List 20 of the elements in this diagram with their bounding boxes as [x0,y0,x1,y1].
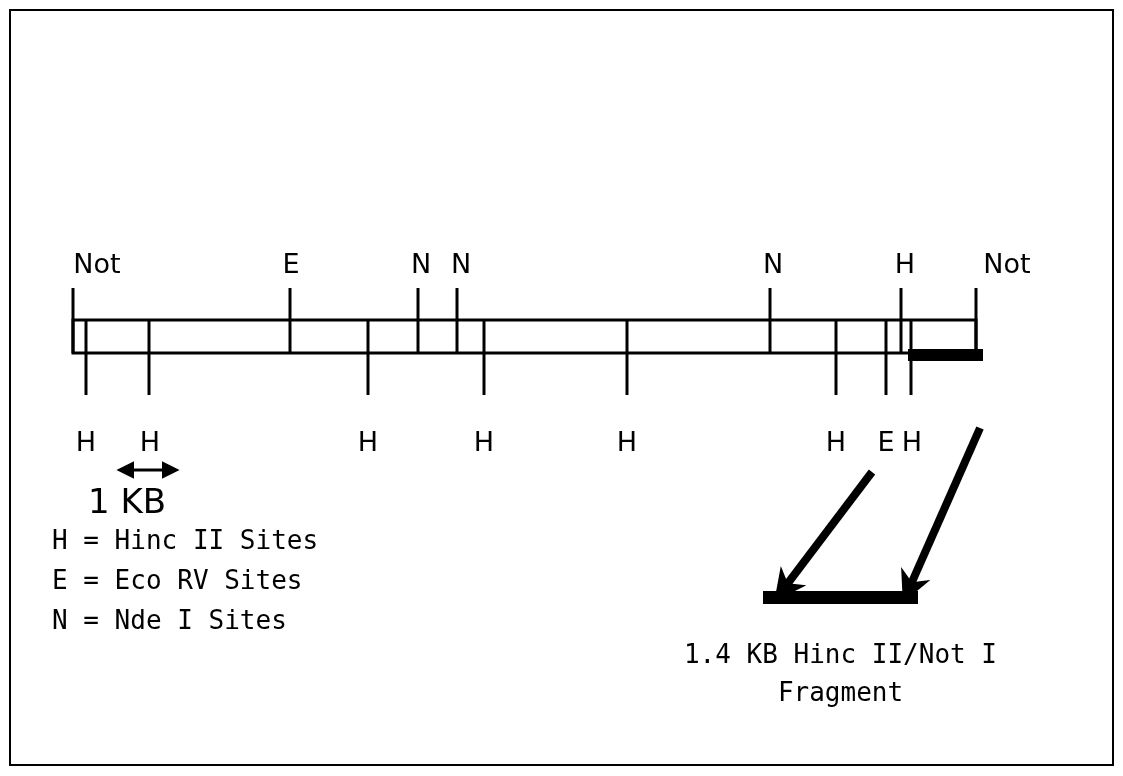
site-label: N [450,250,472,277]
key-text: H = Hinc II Sites [52,527,319,553]
key-text: N = Nde I Sites [52,607,287,633]
site-label: E [877,428,895,455]
site-label: H [75,428,97,455]
site-label: H [616,428,638,455]
site-label: H [894,250,916,277]
fragment-caption: 1.4 KB Hinc II/Not I Fragment [682,638,999,709]
site-label: H [357,428,379,455]
site-label: H [473,428,495,455]
site-label: E [282,250,300,277]
key-text: E = Eco RV Sites [52,567,303,593]
site-label: Not [73,250,121,277]
site-label: H [901,428,923,455]
site-label: H [139,428,161,455]
site-label: Not [983,250,1031,277]
site-label: N [762,250,784,277]
site-label: N [410,250,432,277]
scale-label: 1 KB [88,484,167,518]
site-label: H [825,428,847,455]
